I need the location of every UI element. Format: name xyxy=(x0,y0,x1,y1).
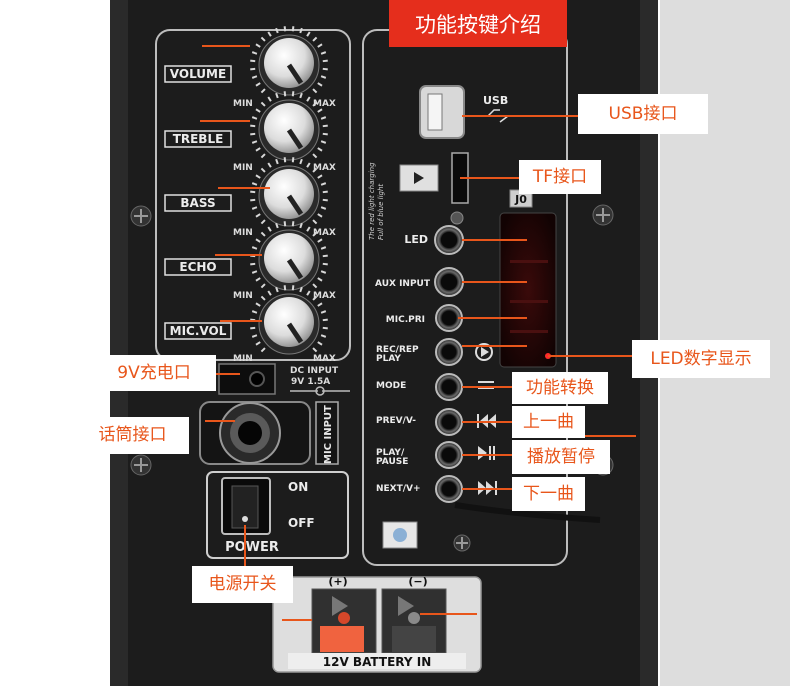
minus-label: (−) xyxy=(408,575,427,588)
play-pause-label-1: PLAY/ xyxy=(376,448,405,458)
next-label: NEXT/V+ xyxy=(376,484,421,494)
prev-callout: 上一曲 xyxy=(512,406,585,438)
mic-pri-button[interactable] xyxy=(435,304,463,332)
dc-charge-callout: 9V充电口 xyxy=(92,355,216,391)
bass-knob[interactable] xyxy=(250,157,328,227)
screw-icon xyxy=(130,205,152,227)
power-switch-callout: 电源开关 xyxy=(192,566,293,603)
volume-knob[interactable] xyxy=(250,26,328,96)
min-label: MIN xyxy=(233,228,253,238)
dc-input-label: DC INPUT xyxy=(290,366,339,376)
max-label: MAX xyxy=(313,99,336,109)
usb-callout: USB接口 xyxy=(578,94,708,134)
mic-vol-label: MIC.VOL xyxy=(170,324,227,338)
prev-label: PREV/V- xyxy=(376,416,416,426)
rec-play-label: PLAY xyxy=(376,354,401,364)
min-label: MIN xyxy=(233,354,253,364)
echo-knob[interactable] xyxy=(250,221,328,291)
mode-callout: 功能转换 xyxy=(512,372,608,404)
aux-input-jack[interactable] xyxy=(434,267,464,297)
led-digital-display xyxy=(499,212,557,368)
tf-callout: TF接口 xyxy=(519,160,601,194)
treble-knob[interactable] xyxy=(250,91,328,161)
volume-label: VOLUME xyxy=(170,67,226,81)
dc-input-jack[interactable] xyxy=(218,363,276,395)
display-code: J0 xyxy=(514,193,527,206)
min-label: MIN xyxy=(233,163,253,173)
mic-vol-knob[interactable] xyxy=(250,285,328,355)
dc-spec-label: 9V 1.5A xyxy=(291,377,330,387)
mic-input-label: MIC INPUT xyxy=(323,405,334,464)
mode-button[interactable] xyxy=(435,373,463,401)
play-pause-callout: 播放暂停 xyxy=(512,440,610,474)
rec-rep-play-button[interactable] xyxy=(435,338,463,366)
rec-rep-label: REC/REP xyxy=(376,345,419,355)
prev-button[interactable] xyxy=(435,408,463,436)
battery-label: 12V BATTERY IN xyxy=(323,655,431,669)
max-label: MAX xyxy=(313,163,336,173)
usb-text: USB xyxy=(483,94,508,107)
max-label: MAX xyxy=(313,354,336,364)
play-pause-label-2: PAUSE xyxy=(376,457,408,467)
echo-label: ECHO xyxy=(179,260,216,274)
next-callout: 下一曲 xyxy=(512,477,585,511)
charging-note-1: The red light charging xyxy=(368,162,376,240)
led-display-callout: LED数字显示 xyxy=(632,340,770,378)
screw-icon xyxy=(453,534,471,552)
screw-icon xyxy=(592,204,614,226)
screw-icon xyxy=(130,454,152,476)
sd-card-icon xyxy=(399,164,439,192)
led-jack[interactable] xyxy=(434,225,464,255)
min-label: MIN xyxy=(233,99,253,109)
max-label: MAX xyxy=(313,228,336,238)
off-label: OFF xyxy=(288,516,315,530)
led-label: LED xyxy=(404,233,428,246)
power-label: POWER xyxy=(225,540,279,555)
min-label: MIN xyxy=(233,291,253,301)
play-pause-icon xyxy=(478,446,495,460)
treble-label: TREBLE xyxy=(173,132,224,146)
bass-label: BASS xyxy=(180,196,215,210)
on-label: ON xyxy=(288,480,308,494)
next-button[interactable] xyxy=(435,475,463,503)
play-icon xyxy=(475,343,493,361)
page-title: 功能按键介绍 xyxy=(389,0,567,47)
mode-label: MODE xyxy=(376,381,406,391)
max-label: MAX xyxy=(313,291,336,301)
play-pause-button[interactable] xyxy=(435,441,463,469)
mic-pri-label: MIC.PRI xyxy=(386,315,425,325)
mic-jack-callout: 话筒接口 xyxy=(76,417,189,454)
aux-input-label: AUX INPUT xyxy=(375,279,431,289)
plus-label: (+) xyxy=(328,575,347,588)
charging-note-2: Full of blue light xyxy=(377,184,385,240)
